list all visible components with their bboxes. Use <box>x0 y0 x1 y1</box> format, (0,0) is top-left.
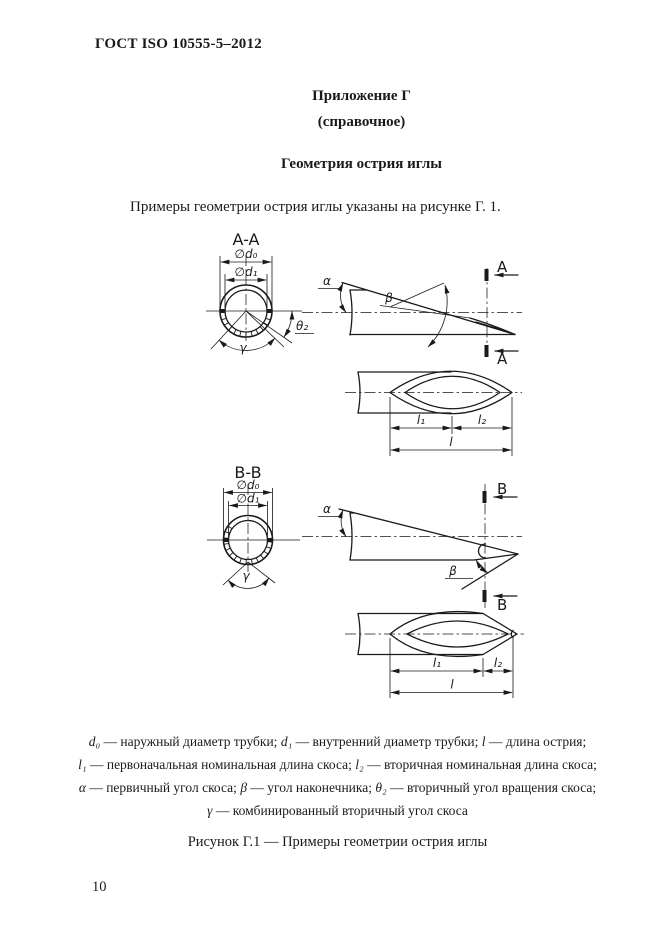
legend-text: — внутренний диаметр трубки; <box>292 734 482 749</box>
legend-variable: d₀ <box>88 734 101 749</box>
needle-side-view-b: β α B B <box>302 480 522 614</box>
l2-dimension-label: l₂ <box>478 413 486 427</box>
legend-variable: l₁ <box>78 757 87 772</box>
l2-dimension-label-b: l₂ <box>494 656 502 670</box>
legend-line: l₁ — первоначальная номинальная длина ск… <box>14 753 661 776</box>
legend-variable: l <box>481 734 486 749</box>
section-mark-b-top: B <box>497 480 507 498</box>
legend-text: — наружный диаметр трубки; <box>100 734 281 749</box>
legend-variable: α <box>78 780 86 795</box>
gamma-angle-label: γ <box>239 341 247 355</box>
beta-angle-label: β <box>384 291 393 305</box>
appendix-type-heading: (справочное) <box>317 114 406 130</box>
legend-variable: γ <box>207 803 213 818</box>
needle-top-view-b: l₁ l₂ l <box>345 610 524 698</box>
figure-caption: Рисунок Г.1 — Примеры геометрии острия и… <box>187 834 488 850</box>
legend-variable: l₂ <box>355 757 364 772</box>
l-dimension-label: l <box>449 435 453 449</box>
legend-text: — вторичный угол вращения скоса; <box>386 780 597 795</box>
section-title: Геометрия острия иглы <box>281 156 442 172</box>
legend-line: α — первичный угол скоса; β — угол након… <box>14 776 661 799</box>
theta2-angle-label: θ₂ <box>296 319 308 333</box>
appendix-heading: Приложение Г <box>312 88 411 104</box>
legend-text: — вторичная номинальная длина скоса; <box>363 757 597 772</box>
legend-variable: d₁ <box>280 734 293 749</box>
legend-text: — угол наконечника; <box>247 780 376 795</box>
section-mark-b-bottom: B <box>497 596 507 614</box>
cross-section-view-a-a: A-A ∅d₀ ∅d₁ θ₂ γ <box>206 230 314 355</box>
legend-variable: β <box>240 780 248 795</box>
legend-line: d₀ — наружный диаметр трубки; d₁ — внутр… <box>14 730 661 753</box>
l-dimension-label-b: l <box>450 678 454 692</box>
beta-angle-label-b: β <box>448 564 457 578</box>
standard-designation: ГОСТ ISO 10555-5–2012 <box>95 36 262 52</box>
legend-text: — комбинированный вторичный угол скоса <box>212 803 468 818</box>
cross-section-view-b-b: B-B ∅d₀ ∅d₁ γ <box>207 463 300 589</box>
figure-g1-drawing: A-A ∅d₀ ∅d₁ θ₂ γ <box>206 230 524 698</box>
needle-top-view-a: l₁ l₂ l <box>345 370 522 456</box>
gamma-angle-label-b: γ <box>242 569 250 583</box>
legend-text: — первоначальная номинальная длина скоса… <box>86 757 356 772</box>
intro-paragraph: Примеры геометрии острия иглы указаны на… <box>130 199 501 215</box>
legend-text: — первичный угол скоса; <box>85 780 241 795</box>
l1-dimension-label: l₁ <box>417 413 425 427</box>
legend-variable: θ₂ <box>375 780 387 795</box>
section-a-a-label: A-A <box>233 230 260 249</box>
figure-legend: d₀ — наружный диаметр трубки; d₁ — внутр… <box>0 730 661 822</box>
page-number: 10 <box>92 879 107 895</box>
needle-side-view-a: β α A A <box>302 258 522 368</box>
outer-diameter-label: ∅d₀ <box>235 247 258 261</box>
legend-text: — длина острия; <box>485 734 587 749</box>
section-mark-a-bottom: A <box>497 350 508 368</box>
section-mark-a-top: A <box>497 258 508 276</box>
section-b-b-label: B-B <box>234 463 261 482</box>
legend-line: γ — комбинированный вторичный угол скоса <box>14 799 661 822</box>
alpha-angle-label: α <box>323 274 331 288</box>
alpha-angle-label-b: α <box>323 502 331 516</box>
l1-dimension-label-b: l₁ <box>433 656 441 670</box>
inner-diameter-label: ∅d₁ <box>235 265 258 279</box>
